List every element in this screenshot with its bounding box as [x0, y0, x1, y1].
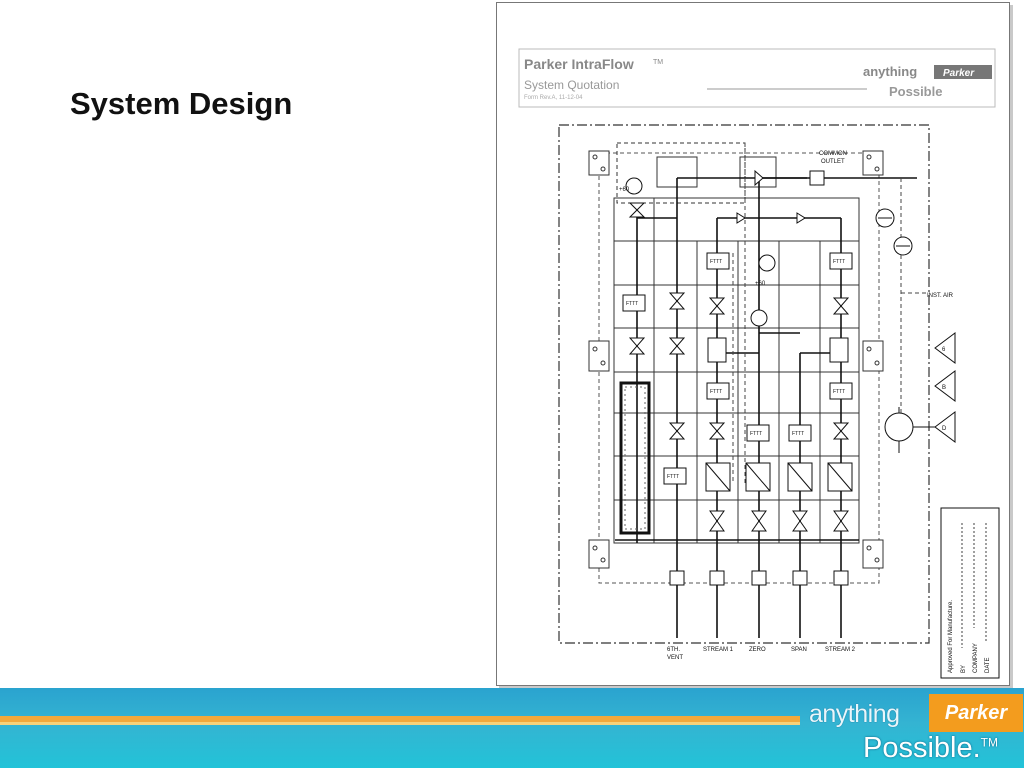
svg-text:FTTT: FTTT: [667, 474, 679, 480]
approval-block: [940, 507, 1000, 679]
form-rev-text: Form Rev.A, 11-12-04: [524, 95, 583, 101]
svg-text:FTTT: FTTT: [710, 259, 722, 265]
svg-text:FTTT: FTTT: [833, 259, 845, 265]
approval-company: COMPANY: [973, 643, 979, 673]
badge-anything: anything: [863, 64, 917, 79]
brand-text: Parker IntraFlow: [524, 56, 634, 72]
fttt-boxes: [622, 252, 853, 485]
svg-text:ZERO: ZERO: [749, 647, 766, 653]
svg-text:B: B: [942, 385, 946, 391]
approval-date: DATE: [985, 657, 991, 673]
common-outlet-label: COMMON: [819, 151, 847, 157]
footer-logo-possible: Possible.TM: [863, 732, 998, 764]
svg-text:D: D: [942, 426, 947, 432]
svg-text:FTTT: FTTT: [792, 431, 804, 437]
badge-parker-box: [934, 65, 992, 79]
inst-air-label: INST. AIR: [927, 293, 954, 299]
svg-text:FTTT: FTTT: [833, 389, 845, 395]
svg-text:STREAM 1: STREAM 1: [703, 647, 734, 653]
title-block: [518, 48, 996, 108]
filter-column: [619, 381, 651, 535]
subtitle-text: System Quotation: [524, 78, 619, 92]
gauges: [625, 177, 914, 442]
fttt-labels: FTTT FTTT FTTT FTTT FTTT FTTT FTTT FTTT: [626, 259, 845, 480]
mounting-brackets: [588, 150, 884, 569]
svg-text:FTTT: FTTT: [710, 389, 722, 395]
brand-tm: TM: [653, 59, 663, 66]
svg-text:FTTT: FTTT: [626, 301, 638, 307]
enclosure-boundary: [558, 124, 930, 644]
approval-by: BY: [961, 665, 967, 673]
stream-labels: 6TH. VENT STREAM 1 ZERO SPAN STREAM 2: [667, 647, 856, 661]
svg-text:VENT: VENT: [667, 655, 683, 661]
sample-ports: [934, 332, 956, 443]
svg-text:SPAN: SPAN: [791, 647, 807, 653]
svg-text:+60: +60: [755, 281, 766, 287]
badge-possible: Possible: [889, 84, 942, 99]
valves: [628, 169, 850, 532]
footer-band: [0, 688, 1024, 768]
system-drawing-sheet: Parker IntraFlow TM System Quotation For…: [496, 2, 1010, 686]
svg-text:FTTT: FTTT: [750, 431, 762, 437]
system-schematic: Parker IntraFlow TM System Quotation For…: [518, 48, 1000, 679]
footer-stripe: [0, 716, 800, 722]
process-lines: [615, 177, 917, 638]
svg-text:OUTLET: OUTLET: [821, 159, 845, 165]
approval-heading: Approved For Manufacture.: [948, 600, 954, 673]
outlet-fittings: [669, 170, 849, 586]
header-boxes: [616, 142, 777, 204]
svg-text:+60: +60: [619, 187, 630, 193]
footer-logo-anything: anything: [809, 700, 900, 728]
slide-title: System Design: [70, 86, 293, 121]
panel-grid: [613, 197, 860, 544]
svg-text:6: 6: [942, 347, 946, 353]
signal-lines: [732, 143, 927, 483]
svg-text:6TH.: 6TH.: [667, 647, 680, 653]
svg-text:STREAM 2: STREAM 2: [825, 647, 856, 653]
badge-parker: Parker: [943, 68, 975, 79]
footer-logo-parker: Parker: [929, 694, 1023, 732]
